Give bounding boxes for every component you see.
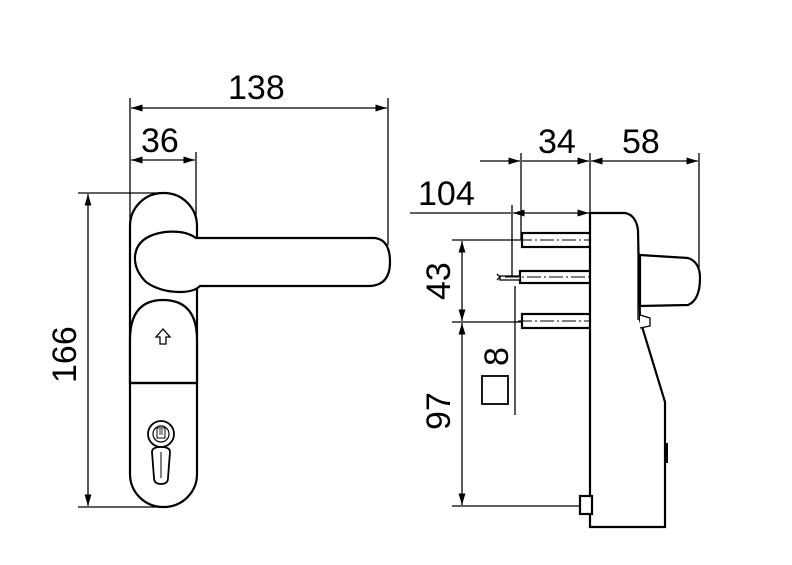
dim-label-spindle-spacing: 43 <box>420 262 458 300</box>
lever-base <box>639 314 651 329</box>
lever-handle <box>133 230 392 294</box>
key-cylinder-icon <box>147 420 175 485</box>
lever-side-profile <box>638 253 702 308</box>
dim-label-lower-offset: 97 <box>420 392 458 430</box>
front-view: 138 36 166 <box>46 69 392 509</box>
spindle-tip-end <box>496 273 501 281</box>
dim-label-plate-height: 166 <box>46 326 84 383</box>
dim-label-square-spindle: 8 <box>478 347 516 366</box>
side-notch <box>664 443 668 463</box>
dim-label-total-length: 138 <box>228 69 285 107</box>
side-view: 34 58 104 43 97 8 <box>410 123 702 529</box>
bottom-screw <box>578 494 594 516</box>
dim-label-rose-width: 36 <box>141 122 179 160</box>
dim-label-projection-total: 104 <box>418 175 475 213</box>
square-spindle-section <box>481 375 509 405</box>
up-arrow-icon <box>154 328 172 345</box>
dim-label-projection-outer: 58 <box>622 123 660 161</box>
dim-label-projection-inner: 34 <box>538 123 576 161</box>
